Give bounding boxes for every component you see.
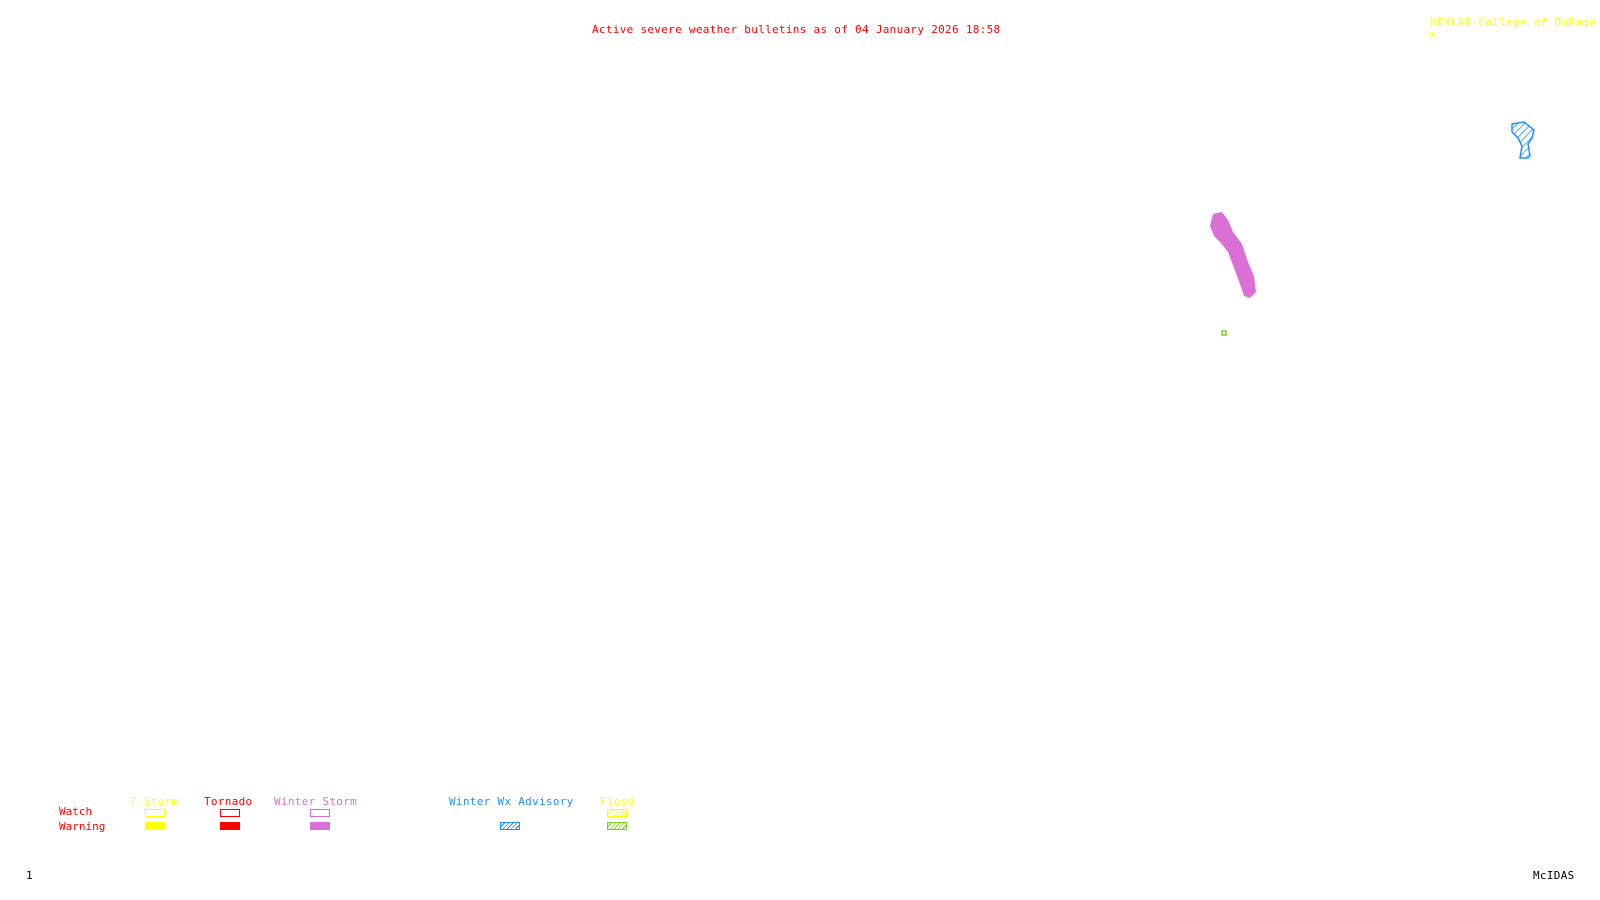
winter-storm-warning-area: [1210, 212, 1256, 298]
frame-number: 1: [26, 869, 33, 882]
tstorm-watch-swatch: [145, 809, 165, 817]
tornado-warning-swatch: [220, 822, 240, 830]
credit-text: NEXLAB-College of DuPage: [1429, 16, 1597, 29]
legend-tornado-label: Tornado: [204, 795, 253, 808]
tstorm-warning-swatch: [145, 822, 165, 830]
winter-storm-warning-swatch: [310, 822, 330, 830]
winter-wx-advisory-area: [1511, 121, 1535, 159]
flood-watch-swatch: [607, 809, 627, 817]
legend-tstorm-label: T-Storm: [130, 795, 179, 808]
credit-label: NEXLAB-College of DuPage ⇱: [1416, 5, 1596, 41]
legend-watch-label: Watch: [59, 805, 93, 818]
legend-warning-label: Warning: [59, 820, 106, 833]
flood-warning-swatch: [607, 822, 627, 830]
legend-flood-label: Flood: [600, 795, 635, 808]
page-title: Active severe weather bulletins as of 04…: [592, 23, 1001, 36]
winter-wx-advisory-swatch: [500, 822, 520, 830]
legend-winter-storm-label: Winter Storm: [274, 795, 358, 808]
cursor-arrow-icon: ⇱: [1429, 28, 1437, 41]
software-label: McIDAS: [1533, 869, 1575, 882]
winter-storm-watch-swatch: [310, 809, 330, 817]
tornado-watch-swatch: [220, 809, 240, 817]
flood-warning-area: [1221, 330, 1227, 336]
legend-winter-wx-advisory-label: Winter Wx Advisory: [449, 795, 574, 808]
